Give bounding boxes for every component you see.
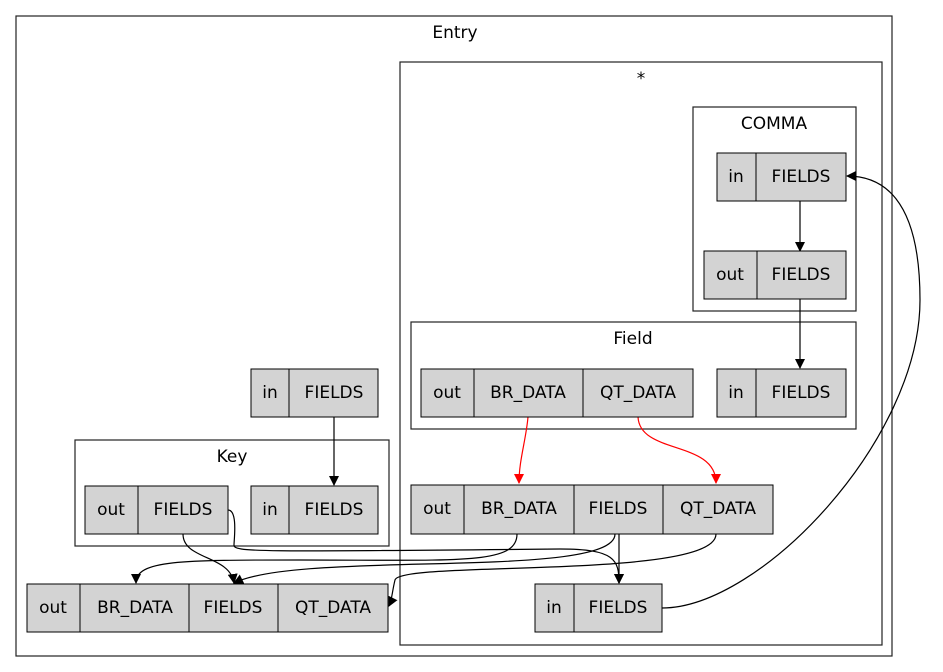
cluster-star: * bbox=[399, 61, 883, 646]
cell-label: QT_DATA bbox=[680, 499, 756, 519]
edge-star-fields-to-entry-fields bbox=[233, 533, 616, 584]
cell-label: in bbox=[728, 167, 744, 187]
cluster-field-title: Field bbox=[613, 329, 652, 349]
cell-label: FIELDS bbox=[305, 500, 364, 520]
cell-label: out bbox=[716, 265, 744, 285]
cell-label: FIELDS bbox=[772, 265, 831, 285]
cell-label: out bbox=[423, 499, 451, 519]
edge-field-qt-to-star-qt bbox=[637, 416, 721, 484]
edge-star-in-to-comma-in bbox=[661, 171, 921, 609]
cell-label: FIELDS bbox=[772, 167, 831, 187]
node-entry-in: in FIELDS bbox=[250, 368, 379, 418]
cell-label: FIELDS bbox=[589, 598, 648, 618]
edge-star-br-to-entry-br bbox=[131, 533, 518, 584]
edge-field-br-to-star-br bbox=[514, 416, 529, 484]
cell-label: FIELDS bbox=[589, 499, 648, 519]
node-key-out: out FIELDS bbox=[84, 485, 229, 535]
cell-label: out bbox=[97, 500, 125, 520]
node-field-out: out BR_DATA QT_DATA bbox=[420, 368, 694, 418]
cell-label: in bbox=[728, 383, 744, 403]
cluster-field: Field bbox=[410, 321, 857, 430]
node-comma-in: in FIELDS bbox=[716, 152, 847, 202]
edge-key-out-to-star-in bbox=[227, 509, 624, 584]
edge-star-qt-to-entry-qt bbox=[388, 533, 717, 607]
node-star-in: in FIELDS bbox=[534, 583, 663, 633]
cluster-comma: COMMA bbox=[692, 106, 857, 312]
cluster-comma-title: COMMA bbox=[741, 114, 808, 134]
cell-label: BR_DATA bbox=[490, 383, 566, 403]
cell-label: BR_DATA bbox=[97, 598, 173, 618]
cell-label: in bbox=[546, 598, 562, 618]
cell-label: QT_DATA bbox=[295, 598, 371, 618]
cell-label: FIELDS bbox=[154, 500, 213, 520]
cluster-key-title: Key bbox=[217, 447, 248, 467]
cluster-star-title: * bbox=[637, 69, 646, 89]
cell-label: out bbox=[433, 383, 461, 403]
node-comma-out: out FIELDS bbox=[703, 250, 847, 300]
cell-label: QT_DATA bbox=[600, 383, 676, 403]
cell-label: FIELDS bbox=[305, 383, 364, 403]
cell-label: out bbox=[39, 598, 67, 618]
cell-label: BR_DATA bbox=[481, 499, 557, 519]
cluster-entry: Entry bbox=[15, 15, 893, 657]
node-entry-out: out BR_DATA FIELDS QT_DATA bbox=[26, 583, 389, 633]
cluster-entry-title: Entry bbox=[432, 23, 477, 43]
node-key-in: in FIELDS bbox=[250, 485, 379, 535]
node-field-in: in FIELDS bbox=[716, 368, 847, 418]
edges bbox=[131, 171, 921, 609]
cell-label: FIELDS bbox=[772, 383, 831, 403]
cluster-key: Key bbox=[74, 439, 390, 547]
cell-label: FIELDS bbox=[204, 598, 263, 618]
node-star-out: out BR_DATA FIELDS QT_DATA bbox=[410, 484, 774, 535]
edge-key-fields-to-entry-fields bbox=[182, 533, 238, 584]
cell-label: in bbox=[262, 500, 278, 520]
cell-label: in bbox=[262, 383, 278, 403]
